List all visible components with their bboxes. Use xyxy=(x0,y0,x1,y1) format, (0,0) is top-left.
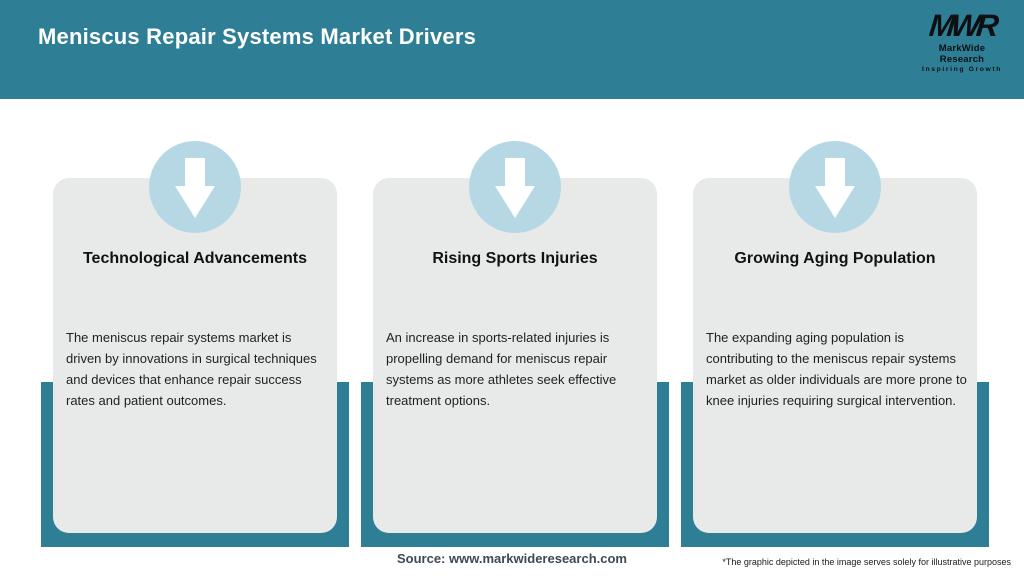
driver-card-growing-aging-population: Growing Aging Population The expanding a… xyxy=(693,178,977,533)
driver-card-technological-advancements: Technological Advancements The meniscus … xyxy=(53,178,337,533)
logo-name: MarkWide Research xyxy=(938,43,986,65)
card-title: Growing Aging Population xyxy=(734,250,936,267)
mwr-monogram-icon: MWR xyxy=(927,8,997,43)
down-arrow-glyph xyxy=(815,158,855,218)
logo-tagline: Inspiring Growth xyxy=(922,66,1002,73)
card-description: The expanding aging population is contri… xyxy=(706,330,967,408)
header: Meniscus Repair Systems Market Drivers M… xyxy=(0,0,1024,99)
down-arrow-icon xyxy=(469,141,561,233)
disclaimer-text: *The graphic depicted in the image serve… xyxy=(722,557,1011,567)
down-arrow-icon xyxy=(789,141,881,233)
card-title: Rising Sports Injuries xyxy=(432,250,598,267)
down-arrow-glyph xyxy=(175,158,215,218)
down-arrow-glyph xyxy=(495,158,535,218)
markwide-logo: MWR MarkWide Research Inspiring Growth xyxy=(916,8,1008,73)
card-description: An increase in sports-related injuries i… xyxy=(386,330,617,408)
card-description: The meniscus repair systems market is dr… xyxy=(66,330,317,408)
page-title: Meniscus Repair Systems Market Drivers xyxy=(38,24,477,49)
down-arrow-icon xyxy=(149,141,241,233)
source-text: Source: www.markwideresearch.com xyxy=(396,551,627,566)
driver-card-rising-sports-injuries: Rising Sports Injuries An increase in sp… xyxy=(373,178,657,533)
card-title: Technological Advancements xyxy=(82,250,308,267)
